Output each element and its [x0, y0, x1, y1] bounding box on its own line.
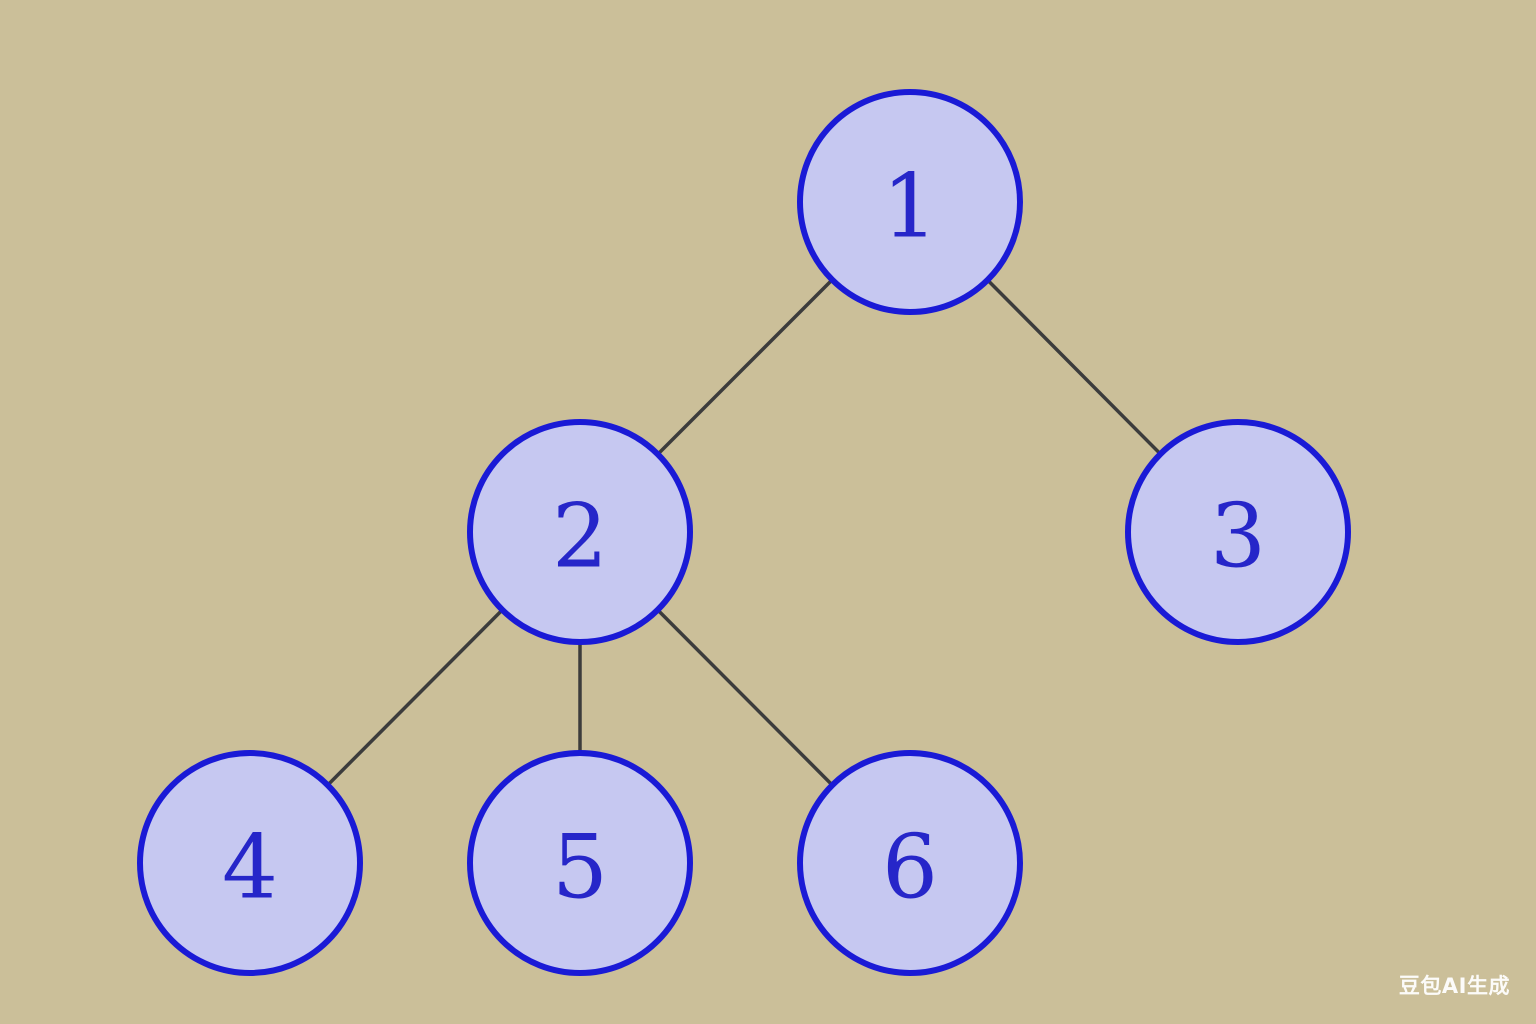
tree-node-3: 3: [1125, 419, 1351, 645]
nodes-layer: 1 2 3 4 5 6: [137, 89, 1351, 976]
node-circle-3: [1125, 419, 1351, 645]
node-label-3: 3: [1210, 485, 1266, 588]
edge-1-2: [656, 278, 834, 456]
tree-node-6: 6: [797, 750, 1023, 976]
node-label-4: 4: [222, 816, 278, 919]
watermark-text: 豆包AI生成: [1398, 974, 1510, 998]
node-circle-2: [467, 419, 693, 645]
tree-node-4: 4: [137, 750, 363, 976]
tree-node-1: 1: [797, 89, 1023, 315]
node-label-6: 6: [882, 816, 938, 919]
node-circle-6: [797, 750, 1023, 976]
node-circle-1: [797, 89, 1023, 315]
tree-node-2: 2: [467, 419, 693, 645]
edge-2-4: [326, 608, 504, 787]
edge-1-3: [986, 278, 1162, 456]
node-circle-4: [137, 750, 363, 976]
edges-layer: [326, 278, 1162, 787]
node-label-1: 1: [882, 155, 938, 258]
node-circle-5: [467, 750, 693, 976]
node-label-2: 2: [552, 485, 608, 588]
node-label-5: 5: [552, 816, 608, 919]
tree-node-5: 5: [467, 750, 693, 976]
edge-2-6: [656, 608, 834, 787]
